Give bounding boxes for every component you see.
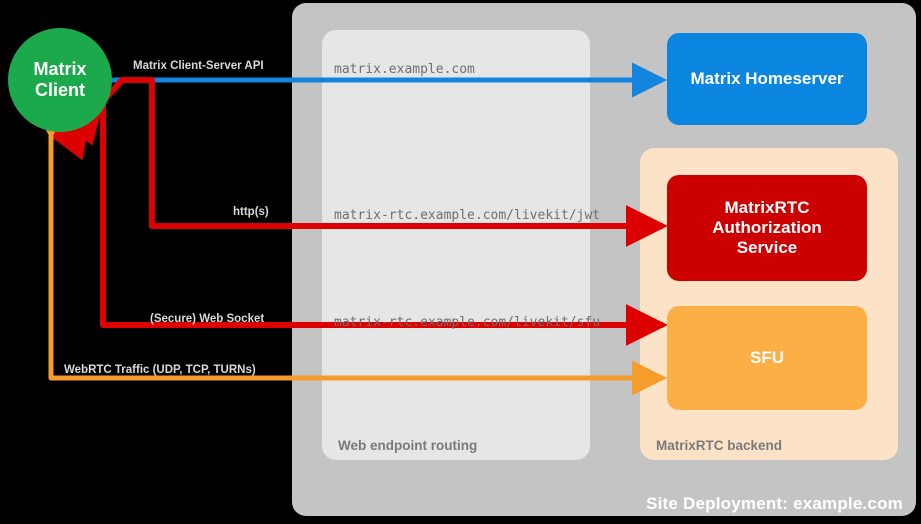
matrixrtc-backend-label: MatrixRTC backend xyxy=(656,438,783,453)
endpoint-livekit-jwt: matrix-rtc.example.com/livekit/jwt xyxy=(334,208,601,223)
matrix-client-label-line1: Matrix xyxy=(33,58,87,79)
site-deployment-label: Site Deployment: example.com xyxy=(646,494,903,513)
label-client-server-api: Matrix Client-Server API xyxy=(133,60,264,72)
label-secure-web-socket: (Secure) Web Socket xyxy=(150,313,265,325)
endpoint-livekit-sfu: matrix-rtc.example.com/livekit/sfu xyxy=(334,315,601,330)
web-endpoint-routing-label: Web endpoint routing xyxy=(338,438,478,453)
auth-service-label-line3: Service xyxy=(736,238,798,258)
matrix-homeserver-label: Matrix Homeserver xyxy=(690,68,844,88)
label-http-s: http(s) xyxy=(233,206,269,218)
auth-service-label-line2: Authorization xyxy=(712,217,822,237)
node-matrix-homeserver[interactable]: Matrix Homeserver xyxy=(667,33,867,125)
endpoint-matrix-example-com: matrix.example.com xyxy=(334,62,475,77)
node-matrix-client[interactable]: Matrix Client xyxy=(8,28,112,132)
auth-service-label-line1: MatrixRTC xyxy=(724,197,810,217)
web-endpoint-routing-panel xyxy=(322,30,590,460)
sfu-label: SFU xyxy=(750,347,784,367)
node-matrixrtc-authorization-service[interactable]: MatrixRTC Authorization Service xyxy=(667,175,867,281)
matrix-client-label-line2: Client xyxy=(34,80,85,100)
label-webrtc-traffic: WebRTC Traffic (UDP, TCP, TURNs) xyxy=(64,364,256,376)
node-sfu[interactable]: SFU xyxy=(667,306,867,410)
